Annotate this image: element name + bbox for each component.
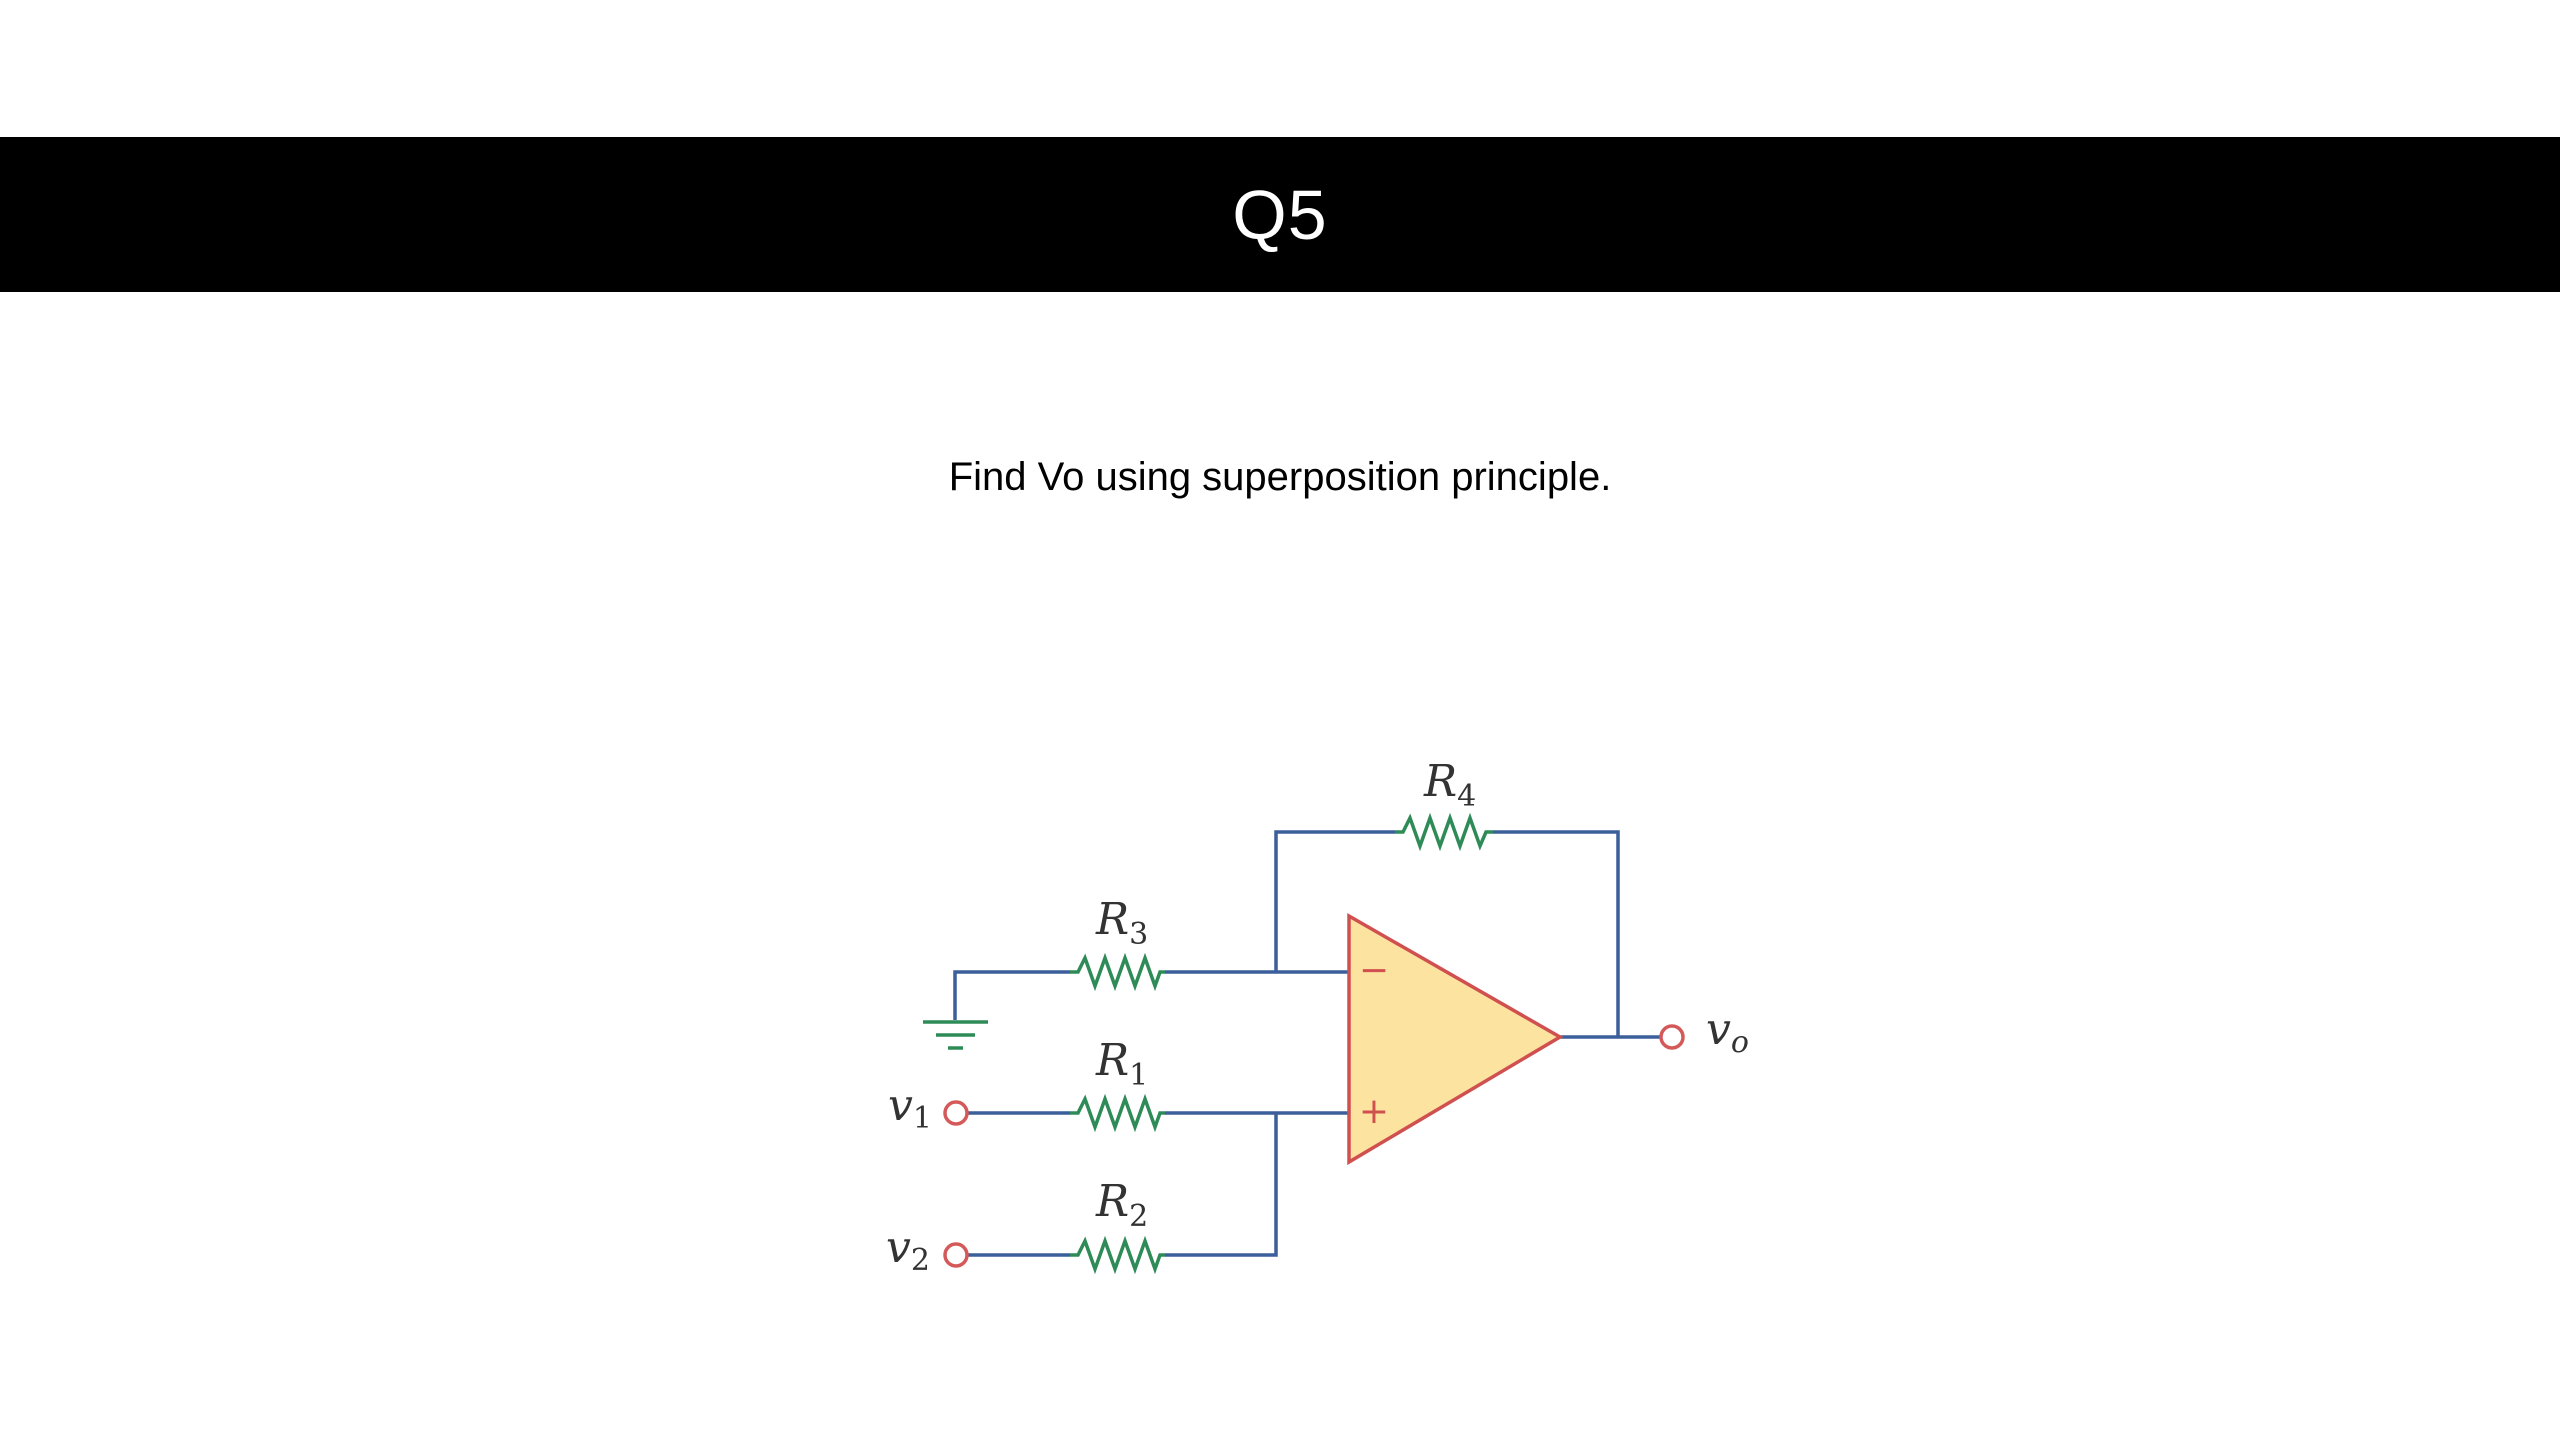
wire-feedback-right [1493,830,1620,1037]
terminal-v2 [943,1242,969,1268]
resistor-r2 [1070,1235,1165,1275]
label-r2: R2 [1095,1176,1148,1234]
label-v1: v1 [888,1080,932,1136]
terminal-vo [1659,1024,1685,1050]
wire-ground-r3 [953,970,1070,1020]
resistor-r4 [1395,812,1493,852]
wire-r2-node [1165,1113,1278,1257]
resistor-r1 [1070,1093,1165,1133]
slide-title: Q5 [1232,175,1328,254]
label-v2: v2 [886,1222,930,1278]
op-amp: − + [1347,912,1564,1166]
label-r3: R3 [1095,894,1148,952]
terminals [943,1024,1685,1268]
wires [953,830,1660,1257]
resistor-r3 [1070,952,1165,992]
terminal-v1 [943,1100,969,1126]
title-bar: Q5 [0,137,2560,292]
op-amp-triangle [1347,912,1564,1166]
op-amp-inverting-sign: − [1359,950,1389,991]
question-text: Find Vo using superposition principle. [948,455,1612,499]
op-amp-noninverting-sign: + [1359,1091,1389,1132]
label-r1: R1 [1095,1035,1148,1093]
resistors [1070,812,1493,1275]
label-r4: R4 [1423,756,1476,814]
wire-feedback-left [1274,830,1395,972]
label-vo: vo [1706,1004,1749,1060]
ground-icon [923,1020,988,1050]
